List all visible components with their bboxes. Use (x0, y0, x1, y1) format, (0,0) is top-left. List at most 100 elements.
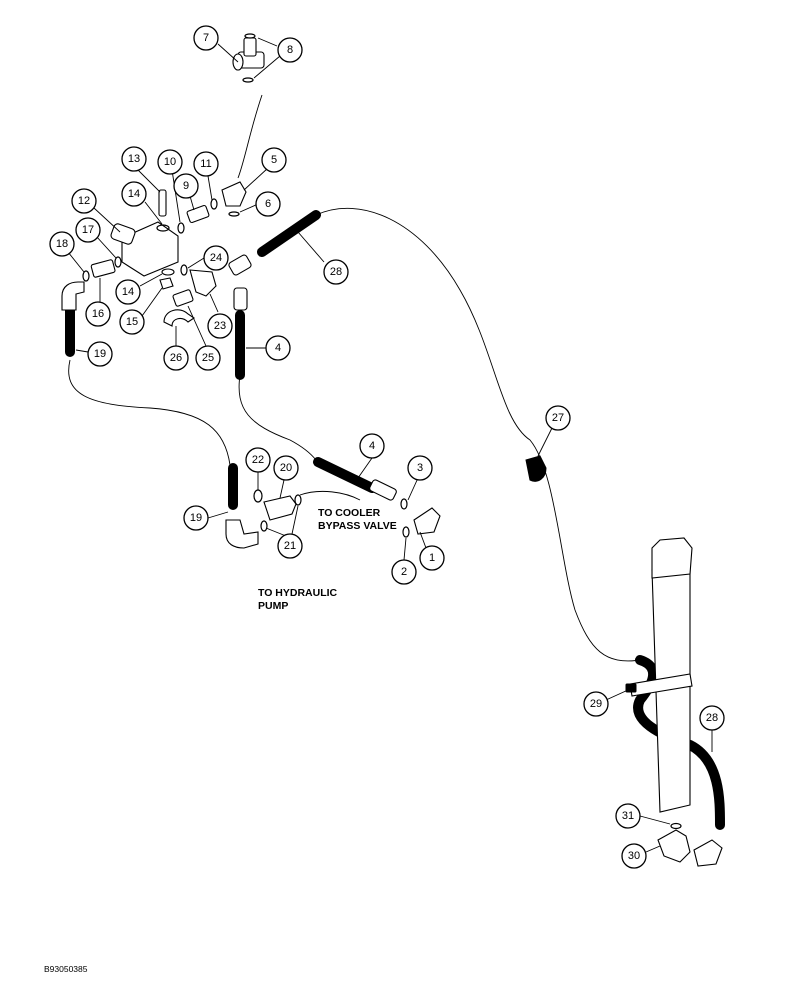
callout-29-label: 29 (590, 698, 602, 710)
callout-31: 31 (615, 803, 641, 829)
callout-7: 7 (193, 25, 219, 51)
washer-14-top (156, 224, 170, 232)
hose-28-end (228, 254, 252, 276)
callout-7-label: 7 (203, 32, 209, 44)
oring-21-left (260, 520, 268, 532)
note-pump-line2: PUMP (258, 600, 288, 612)
callout-12: 12 (71, 188, 97, 214)
leader-30 (645, 845, 661, 853)
callout-12-label: 12 (78, 195, 90, 207)
hose-routing-lines (68, 94, 641, 662)
callout-17-label: 17 (82, 224, 94, 236)
adapter-16 (90, 259, 116, 278)
oring-2 (402, 526, 410, 538)
leader-12 (93, 207, 121, 233)
leader-29 (605, 689, 629, 701)
callout-27-label: 27 (552, 412, 564, 424)
callout-17: 17 (75, 217, 101, 243)
callout-4a-label: 4 (275, 342, 281, 354)
callout-20: 20 (273, 455, 299, 481)
leader-18 (67, 251, 85, 273)
leader-5 (243, 167, 269, 191)
leader-19a (75, 349, 89, 353)
leader-13 (135, 167, 161, 193)
leader-15 (141, 287, 163, 317)
oring-6 (228, 211, 240, 217)
bolt-13 (158, 189, 167, 217)
callout-31-label: 31 (622, 810, 634, 822)
callout-1-label: 1 (429, 552, 435, 564)
oring-8-bottom (242, 77, 254, 83)
callout-3-label: 3 (417, 462, 423, 474)
callout-18: 18 (49, 231, 75, 257)
route-19 (68, 359, 231, 466)
hose-28-upper (257, 210, 321, 257)
leader-25 (187, 305, 207, 347)
leader-8a (257, 37, 278, 47)
callout-22: 22 (245, 447, 271, 473)
callout-9-label: 9 (183, 180, 189, 192)
callout-26: 26 (163, 345, 189, 371)
callout-9: 9 (173, 173, 199, 199)
tee-7-branch (243, 37, 257, 57)
callout-30: 30 (621, 843, 647, 869)
callout-5: 5 (261, 147, 287, 173)
callout-1: 1 (419, 545, 445, 571)
leader-28a (297, 231, 325, 263)
leader-23 (209, 293, 219, 313)
oring-31 (670, 822, 682, 830)
callout-28b-label: 28 (706, 712, 718, 724)
callouts: 7 8 13 10 11 5 9 14 6 12 17 18 24 28 14 … (49, 25, 725, 869)
leader-21a (265, 527, 287, 537)
callout-30-label: 30 (628, 850, 640, 862)
callout-13: 13 (121, 146, 147, 172)
cylinder-top (651, 537, 693, 579)
leader-8b (253, 55, 281, 79)
callout-24-label: 24 (210, 252, 222, 264)
callout-6-label: 6 (265, 198, 271, 210)
clamp-26 (163, 309, 195, 327)
callout-22-label: 22 (252, 454, 264, 466)
oring-3 (400, 498, 408, 510)
leader-6 (239, 203, 259, 213)
callout-15-label: 15 (126, 316, 138, 328)
leader-9 (189, 195, 195, 211)
callout-19b: 19 (183, 505, 209, 531)
callout-19a: 19 (87, 341, 113, 367)
washer-14-lower (161, 268, 175, 276)
callout-19a-label: 19 (94, 348, 106, 360)
callout-14b-label: 14 (122, 286, 134, 298)
callout-25: 25 (195, 345, 221, 371)
route-4 (238, 374, 317, 461)
callout-18-label: 18 (56, 238, 68, 250)
leader-1 (419, 531, 427, 549)
elbow-1 (413, 507, 441, 535)
callout-24: 24 (203, 245, 229, 271)
leader-17 (95, 235, 117, 259)
adapter-25 (172, 289, 194, 307)
callout-28b: 28 (699, 705, 725, 731)
leader-3 (407, 477, 419, 501)
fittings (61, 33, 723, 867)
callout-21: 21 (277, 533, 303, 559)
hose-4-lower-end (369, 479, 397, 501)
callout-11: 11 (193, 151, 219, 177)
callout-11-label: 11 (200, 158, 211, 170)
callout-23: 23 (207, 313, 233, 339)
elbow-5 (221, 181, 247, 207)
adapter-9 (186, 204, 210, 224)
callout-4a: 4 (265, 335, 291, 361)
oring-22 (253, 489, 263, 503)
oring-10 (177, 222, 185, 234)
callout-20-label: 20 (280, 462, 292, 474)
callout-4b: 4 (359, 433, 385, 459)
route-to-cooler (299, 490, 361, 501)
oring-8-top (244, 33, 256, 39)
leader-21b (291, 505, 299, 535)
callout-6: 6 (255, 191, 281, 217)
hose-4-end (233, 287, 248, 311)
callout-14a-label: 14 (128, 188, 140, 200)
hose-4-lower (313, 457, 377, 493)
callout-14a: 14 (121, 181, 147, 207)
leader-10 (171, 169, 181, 223)
